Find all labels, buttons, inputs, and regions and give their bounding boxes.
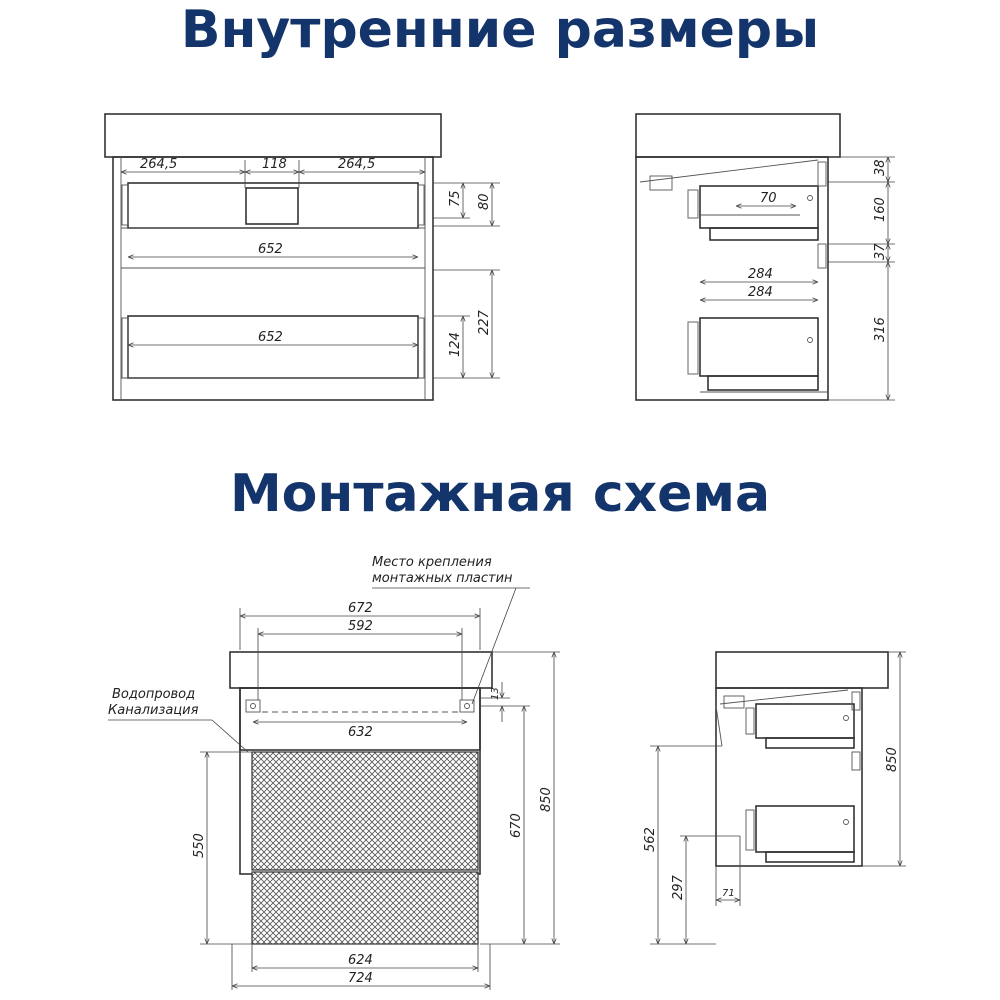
note-mounting-plates-line2: монтажных пластин (372, 571, 513, 586)
heading-mounting-scheme: Монтажная схема (229, 464, 771, 524)
drawer-front-lower-mesh (251, 871, 479, 945)
dim-width-624: 624 (348, 953, 373, 968)
dim-height-38: 38 (873, 159, 888, 176)
dim-height-227: 227 (477, 309, 492, 335)
internal-front-view: 264,5 118 264,5 652 652 75 80 124 227 (104, 113, 500, 401)
dim-height-850-side: 850 (885, 747, 900, 772)
cabinet-body-side (635, 156, 829, 401)
dim-depth-284-b: 284 (748, 285, 773, 300)
dim-drawer-width-bottom: 652 (258, 330, 283, 345)
basin-side (715, 651, 889, 689)
countertop-side (635, 113, 841, 158)
dim-width-right: 264,5 (338, 157, 375, 172)
dim-height-297: 297 (671, 874, 686, 900)
dim-height-37: 37 (873, 243, 888, 260)
note-mounting-plates-line1: Место крепления (372, 555, 492, 570)
mounting-side-view: 850 562 297 71 (643, 651, 906, 945)
dim-depth-70: 70 (760, 191, 777, 206)
dim-depth-284-a: 284 (748, 267, 773, 282)
mounting-front-view: 672 592 632 624 724 550 13 670 850 (108, 555, 560, 990)
side-bottom-drawer (699, 317, 819, 377)
dim-height-13: 13 (490, 687, 501, 700)
note-pipes-line2: Канализация (108, 703, 199, 718)
dim-depth-71: 71 (722, 888, 735, 899)
dim-height-75: 75 (448, 190, 463, 207)
dim-width-672: 672 (348, 601, 373, 616)
cabinet-upper-section (239, 687, 481, 751)
internal-side-view: 70 284 284 38 160 37 316 (635, 113, 895, 401)
note-pipes-line1: Водопровод (112, 687, 195, 702)
heading-internal-dimensions: Внутренние размеры (180, 0, 820, 60)
dim-height-550: 550 (192, 833, 207, 858)
dim-height-124: 124 (448, 332, 463, 357)
dim-height-562: 562 (643, 827, 658, 852)
cabinet-side (715, 687, 863, 867)
dim-width-middle: 118 (262, 157, 287, 172)
countertop-front (104, 113, 442, 158)
dim-width-724: 724 (348, 971, 373, 986)
side-top-drawer (699, 185, 819, 229)
dim-width-632: 632 (348, 725, 373, 740)
dim-width-592: 592 (348, 619, 373, 634)
drawer-front-upper-mesh (251, 751, 479, 871)
dim-height-670: 670 (509, 813, 524, 838)
bottom-drawer-front (127, 315, 419, 379)
dim-width-left: 264,5 (140, 157, 177, 172)
siphon-cutout (245, 187, 299, 225)
basin-front (229, 651, 493, 689)
dim-height-160: 160 (873, 197, 888, 222)
dim-height-80: 80 (477, 193, 492, 210)
dim-height-316: 316 (873, 317, 888, 342)
top-drawer-front (127, 182, 419, 229)
dim-height-850: 850 (539, 787, 554, 812)
cabinet-body-front (112, 156, 434, 401)
dim-drawer-width-top: 652 (258, 242, 283, 257)
